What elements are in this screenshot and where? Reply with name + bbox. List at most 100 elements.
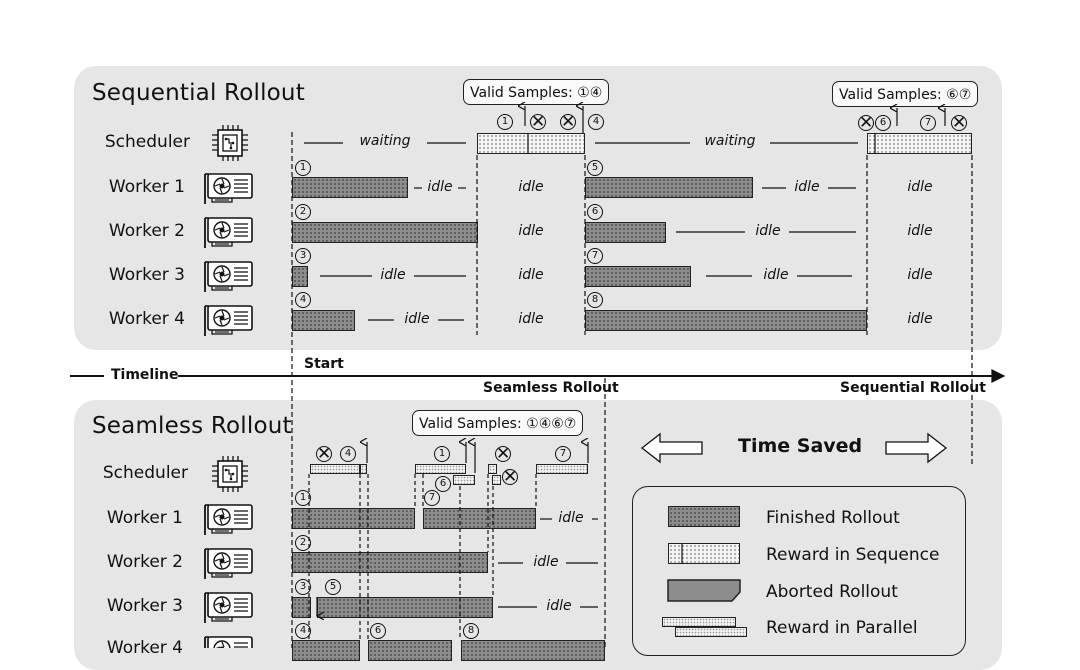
seq-idle-w4-a: idle (404, 311, 430, 327)
sm-bar-w1-r1 (292, 508, 415, 529)
sm-label-worker1: Worker 1 (106, 508, 183, 528)
seq-reward-box-2 (867, 133, 972, 154)
sm-idle-w2: idle (533, 554, 559, 570)
sm-idle-w3: idle (546, 598, 572, 614)
sm-scheduler-chip-icon (211, 455, 249, 493)
seq-idle-w3-c: idle (763, 267, 789, 283)
sm-num-2: 2 (295, 535, 311, 551)
seq-num-4: 4 (295, 292, 311, 308)
sm-num-8: 8 (463, 623, 479, 639)
sm-label-worker3: Worker 3 (106, 596, 183, 616)
seq-sched-aborted-3-icon (560, 112, 576, 132)
seq-idle-w1-d: idle (907, 179, 933, 195)
seamless-title: Seamless Rollout (92, 413, 292, 439)
seq-scheduler-chip-icon (211, 124, 249, 162)
legend-finished-label: Finished Rollout (766, 508, 900, 528)
seq-idle-w3-b: idle (518, 267, 544, 283)
sm-bar-w1-r7 (423, 508, 536, 529)
sm-num-4: 4 (295, 623, 311, 639)
sm-parallel-box-4 (536, 464, 588, 474)
sm-idle-w1: idle (558, 510, 584, 526)
timeline-sequential-end-label: Sequential Rollout (840, 380, 986, 396)
seq-num-8: 8 (587, 292, 603, 308)
legend-aborted-label: Aborted Rollout (766, 582, 898, 602)
legend-finished-swatch (668, 506, 740, 527)
seq-worker3-gpu-icon (204, 261, 253, 293)
seq-idle-w3-d: idle (907, 267, 933, 283)
sm-parallel-box-2b (453, 475, 475, 485)
seq-idle-w2-d: idle (907, 223, 933, 239)
seq-idle-w1-a: idle (427, 179, 453, 195)
seq-sched-num-1: 1 (497, 114, 513, 130)
sm-parallel-box-3b (492, 475, 501, 485)
diagram-overlay (70, 0, 1006, 648)
sm-sched-aborted-3-icon (316, 444, 332, 464)
sm-label-worker2: Worker 2 (106, 552, 183, 572)
sm-worker3-gpu-icon (204, 592, 253, 624)
seq-waiting-1: waiting (359, 133, 411, 149)
timeline-label: Timeline (111, 367, 179, 383)
sm-label-scheduler: Scheduler (102, 463, 188, 483)
seq-idle-w1-b: idle (518, 179, 544, 195)
sm-sched-aborted-5-icon (502, 467, 518, 487)
sm-worker1-gpu-icon (204, 504, 253, 536)
seq-label-worker3: Worker 3 (108, 265, 185, 285)
sm-parallel-box-3 (488, 464, 497, 474)
legend-reward-par-label: Reward in Parallel (766, 618, 918, 638)
seq-idle-w1-c: idle (794, 179, 820, 195)
sm-parallel-box-1 (310, 464, 360, 474)
seq-idle-w4-d: idle (907, 311, 933, 327)
seq-sched-num-4: 4 (588, 114, 604, 130)
seq-num-2: 2 (295, 204, 311, 220)
seq-idle-w2-b: idle (518, 223, 544, 239)
legend-reward-par-swatch-a (662, 617, 736, 627)
seq-sched-aborted-5-icon (858, 113, 874, 133)
seq-sched-aborted-8-icon (951, 113, 967, 133)
seq-label-worker1: Worker 1 (108, 177, 185, 197)
timeline-start-label: Start (304, 356, 344, 372)
seq-num-1: 1 (295, 160, 311, 176)
seq-label-scheduler: Scheduler (104, 132, 190, 152)
seq-sched-num-6: 6 (875, 115, 891, 131)
sm-valid-samples: Valid Samples: ①④⑥⑦ (412, 410, 584, 436)
sm-bar-w3-r3 (292, 597, 311, 618)
seq-waiting-2: waiting (704, 133, 756, 149)
sm-num-7: 7 (424, 490, 440, 506)
legend-reward-seq-swatch (668, 543, 740, 564)
sm-worker2-gpu-icon (204, 548, 253, 580)
sequential-title: Sequential Rollout (92, 80, 305, 106)
sm-sched-aborted-2-icon (495, 444, 511, 464)
seq-idle-w3-a: idle (380, 267, 406, 283)
sm-parallel-box-1b (360, 464, 367, 474)
seq-worker2-gpu-icon (204, 217, 253, 249)
sm-num-1: 1 (295, 490, 311, 506)
sm-sched-num-6: 6 (435, 476, 451, 492)
seq-num-6: 6 (587, 204, 603, 220)
seq-bar-w3-r7 (585, 266, 691, 287)
seq-bar-w4-r4 (292, 310, 355, 331)
sm-sched-num-1: 1 (434, 446, 450, 462)
seq-sched-num-7: 7 (920, 115, 936, 131)
seq-bar-w1-r1 (292, 177, 408, 198)
sm-num-6: 6 (370, 623, 386, 639)
sm-worker4-gpu-icon (204, 636, 253, 648)
seq-idle-w2-c: idle (755, 223, 781, 239)
sm-sched-num-7: 7 (555, 446, 571, 462)
sm-bar-w3-r5 (317, 597, 493, 618)
seq-bar-w2-r6 (585, 222, 666, 243)
sm-parallel-box-2 (415, 464, 466, 474)
sm-num-5: 5 (325, 579, 341, 595)
sm-num-3: 3 (295, 579, 311, 595)
seq-bar-w4-r8 (585, 310, 867, 331)
seq-idle-w4-b: idle (518, 311, 544, 327)
seq-bar-w2-r2 (292, 222, 478, 243)
seq-reward-box-1 (477, 133, 585, 154)
seq-label-worker4: Worker 4 (108, 309, 185, 329)
seq-valid-samples-1: Valid Samples: ①④ (463, 79, 610, 105)
seq-num-3: 3 (295, 248, 311, 264)
seq-bar-w1-r5 (585, 177, 753, 198)
seq-valid-samples-2: Valid Samples: ⑥⑦ (832, 81, 979, 107)
seq-worker1-gpu-icon (204, 173, 253, 205)
legend-reward-par-swatch-b (675, 627, 747, 637)
seq-num-7: 7 (587, 248, 603, 264)
